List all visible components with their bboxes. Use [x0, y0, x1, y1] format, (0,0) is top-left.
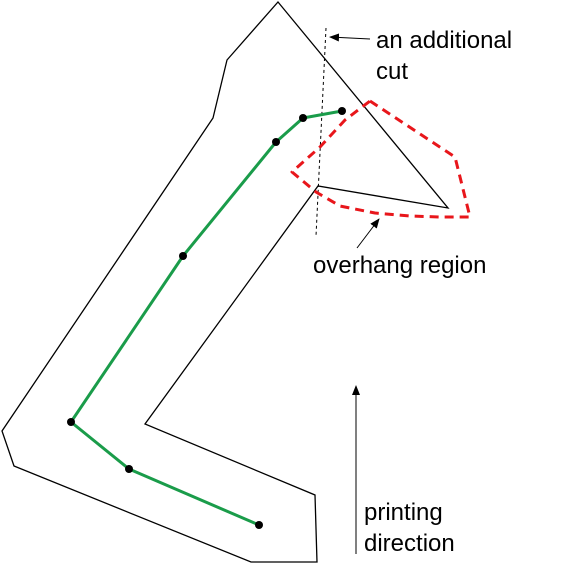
cut-pointer-arrow: [329, 33, 371, 42]
skeleton-node: [67, 418, 75, 426]
skeleton-node: [179, 252, 187, 260]
skeleton-node: [125, 465, 133, 473]
skeleton-path: [69, 109, 343, 527]
part-outline: [1, 0, 450, 563]
skeleton-node: [272, 138, 280, 146]
printing-direction-label-line1: printing: [364, 499, 443, 526]
additional-cut-label-line2: cut: [376, 58, 408, 85]
overhang-region-label: overhang region: [313, 252, 486, 279]
skeleton-node: [299, 114, 307, 122]
printing-direction-label-line2: direction: [364, 530, 455, 557]
skeleton-node: [255, 521, 263, 529]
overhang-region-boundary: [290, 99, 472, 219]
additional-cut-line: [315, 27, 327, 237]
additional-cut-label-line1: an additional: [376, 27, 512, 54]
skeleton-node: [338, 107, 346, 115]
overhang-pointer-arrow: [356, 218, 380, 249]
skeleton-nodes: [67, 107, 346, 529]
